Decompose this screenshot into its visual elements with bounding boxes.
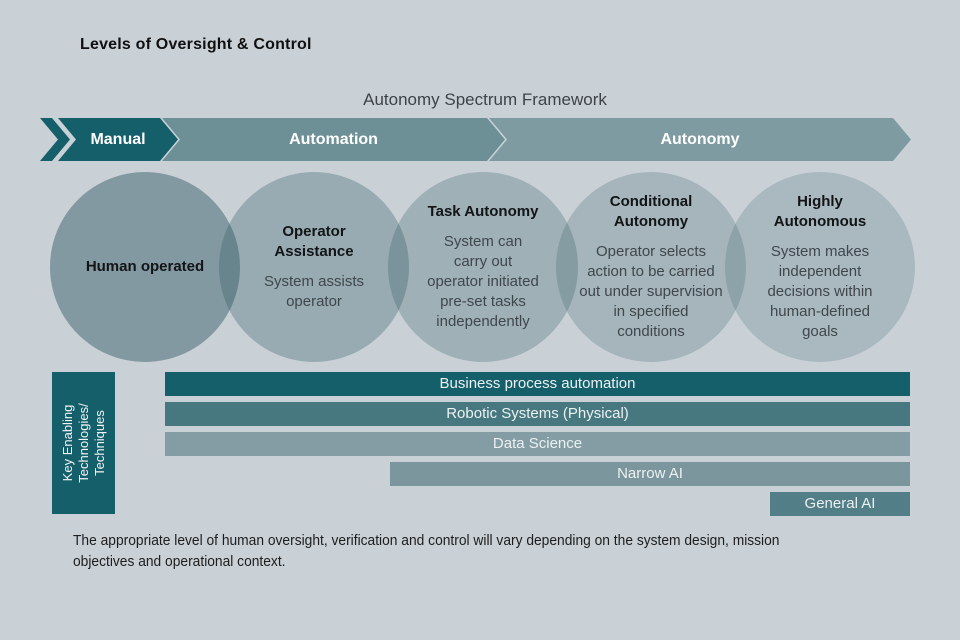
tech-bar-narrow-ai: Narrow AI <box>390 462 910 486</box>
tech-bar-data-science: Data Science <box>165 432 910 456</box>
arrow-segment-manual-label: Manual <box>90 130 146 148</box>
key-enabling-technologies-label: Key Enabling Technologies/ Techniques <box>59 403 107 483</box>
level-description: System can carry out operator initiated … <box>427 233 539 330</box>
level-circle-task-autonomy: Task Autonomy System can carry out opera… <box>388 172 578 362</box>
arrow-segment-manual: Manual <box>58 118 178 161</box>
key-enabling-technologies-axis: Key Enabling Technologies/ Techniques <box>52 372 115 514</box>
level-circle-highly-autonomous: Highly Autonomous System makes independe… <box>725 172 915 362</box>
arrow-segment-autonomy-label: Autonomy <box>660 130 740 148</box>
level-title: Operator Assistance <box>274 223 354 260</box>
level-description: System makes independent decisions withi… <box>767 243 873 340</box>
arrow-segment-autonomy: Autonomy <box>489 118 911 161</box>
level-title: Task Autonomy <box>427 203 539 220</box>
level-circle-conditional-autonomy: Conditional Autonomy Operator selects ac… <box>556 172 746 362</box>
tech-bar-business-process-automation: Business process automation <box>165 372 910 396</box>
footnote: The appropriate level of human oversight… <box>73 530 864 572</box>
level-circle-operator-assistance: Operator Assistance System assists opera… <box>219 172 409 362</box>
tech-bar-robotic-systems: Robotic Systems (Physical) <box>165 402 910 426</box>
arrow-segment-automation-label: Automation <box>289 130 378 148</box>
level-description: System assists operator <box>263 273 365 310</box>
level-title: Highly Autonomous <box>773 193 867 230</box>
arrow-segment-automation: Automation <box>162 118 505 161</box>
footnote-line-1: The appropriate level of human oversight… <box>73 532 780 549</box>
footnote-line-2: objectives and operational context. <box>73 553 286 570</box>
tech-bar-general-ai: General AI <box>770 492 910 516</box>
level-title: Conditional Autonomy <box>609 193 693 230</box>
framework-title: Autonomy Spectrum Framework <box>363 90 607 109</box>
page-title: Levels of Oversight & Control <box>80 36 312 53</box>
level-circle-human-operated: Human operated <box>50 172 240 362</box>
level-title: Human operated <box>85 258 205 275</box>
level-description: Operator selects action to be carried ou… <box>579 243 723 340</box>
